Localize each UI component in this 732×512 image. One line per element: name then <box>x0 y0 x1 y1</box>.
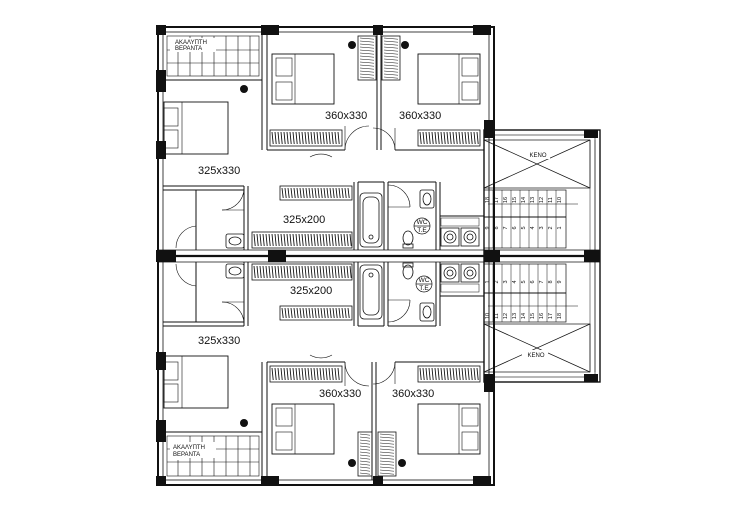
sinks <box>225 189 435 322</box>
stair-step-lower-top-4: 4 <box>512 280 518 283</box>
structural-columns <box>156 25 600 486</box>
room-label-dress-bottom: 325x200 <box>290 285 332 297</box>
stair-step-lower-top-5: 5 <box>521 280 527 283</box>
stair-step-lower-bottom-15: 15 <box>530 313 536 319</box>
wardrobe-2 <box>417 129 481 147</box>
stair-step-upper-top-15: 15 <box>512 197 518 203</box>
wardrobe-8 <box>417 365 481 383</box>
void-bottom <box>483 323 591 373</box>
room-label-bed-bottom-left: 325x330 <box>198 335 240 347</box>
room-label-bed-bottom-right: 360x330 <box>392 388 434 400</box>
stair-step-lower-bottom-12: 12 <box>503 313 509 319</box>
stair-step-lower-bottom-16: 16 <box>539 313 545 319</box>
veranda-label-bottom-2: ΒΕΡΑΝΤΑ <box>173 452 200 458</box>
wardrobe-4 <box>251 231 353 249</box>
wc-label-bottom-2: Τ.Ε <box>419 285 429 292</box>
stair-step-upper-bottom-5: 5 <box>521 226 527 229</box>
wardrobe-9 <box>357 35 377 81</box>
stair-step-upper-top-12: 12 <box>539 197 545 203</box>
bathtub-top <box>359 192 383 248</box>
stair-step-lower-top-9: 9 <box>557 280 563 283</box>
toilets <box>402 230 414 280</box>
wardrobe-3 <box>279 185 353 201</box>
wc-label-top-2: Τ.Ε <box>417 227 427 234</box>
stair-step-upper-bottom-7: 7 <box>503 226 509 229</box>
wc-label-top-1: WC <box>417 219 428 226</box>
room-label-bed-top-mid: 360x330 <box>325 110 367 122</box>
bed-bottom-mid <box>271 403 335 455</box>
wardrobe-5 <box>251 263 353 281</box>
room-label-dress-top: 325x200 <box>283 214 325 226</box>
wardrobe-6 <box>279 305 353 321</box>
bed-top-right <box>417 53 481 105</box>
stair-step-upper-top-17: 17 <box>494 197 500 203</box>
stair-step-lower-bottom-17: 17 <box>548 313 554 319</box>
lower-stair-treads <box>492 264 557 322</box>
room-label-bed-bottom-mid: 360x330 <box>319 388 361 400</box>
room-label-bed-top-right: 360x330 <box>399 110 441 122</box>
wardrobes <box>251 35 481 477</box>
stair-step-upper-top-16: 16 <box>503 197 509 203</box>
wardrobe-1 <box>269 129 343 147</box>
bathtub-bottom <box>359 264 383 320</box>
room-label-bed-top-left: 325x330 <box>198 165 240 177</box>
stair-step-lower-top-6: 6 <box>530 280 536 283</box>
stair-step-upper-bottom-9: 9 <box>485 226 491 229</box>
stair-step-upper-bottom-4: 4 <box>530 226 536 229</box>
bed-top-left <box>163 101 229 155</box>
wc-marker-bottom <box>415 275 433 293</box>
stair-step-upper-top-14: 14 <box>521 197 527 203</box>
wc-label-bottom-1: WC <box>419 277 430 284</box>
stair-step-lower-top-3: 3 <box>503 280 509 283</box>
stair-step-lower-top-7: 7 <box>539 280 545 283</box>
wardrobe-7 <box>269 365 343 383</box>
stair-step-lower-top-8: 8 <box>548 280 554 283</box>
exterior-walls <box>157 26 600 486</box>
interior-walls-top <box>163 32 484 250</box>
veranda-label-bottom-1: ΑΚΑΛΥΠΤΗ <box>173 445 205 451</box>
veranda-label-top-1: ΑΚΑΛΥΠΤΗ <box>175 40 207 46</box>
stair-step-lower-top-2: 2 <box>494 280 500 283</box>
stair-step-upper-bottom-1: 1 <box>557 226 563 229</box>
bed-bottom-right <box>417 403 481 455</box>
wc-marker-top <box>413 217 431 235</box>
washing-machines <box>440 217 480 293</box>
wardrobe-12 <box>377 431 397 477</box>
stair-step-upper-bottom-3: 3 <box>539 226 545 229</box>
ceiling-lights <box>240 41 409 467</box>
bed-top-mid <box>271 53 335 105</box>
stair-step-upper-top-18: 18 <box>485 197 491 203</box>
void-label-bottom: KENO <box>527 353 544 359</box>
stair-step-lower-bottom-10: 10 <box>485 313 491 319</box>
void-label-top: KENO <box>529 153 546 159</box>
stair-step-upper-top-13: 13 <box>530 197 536 203</box>
wardrobe-11 <box>357 431 373 477</box>
door-swings <box>175 125 411 387</box>
stair-step-lower-bottom-14: 14 <box>521 313 527 319</box>
stair-step-lower-top-1: 1 <box>485 280 491 283</box>
upper-stair-treads <box>492 190 557 248</box>
stair-step-upper-bottom-8: 8 <box>494 226 500 229</box>
bed-bottom-left <box>163 355 229 409</box>
stair-step-upper-bottom-6: 6 <box>512 226 518 229</box>
stair-step-lower-bottom-13: 13 <box>512 313 518 319</box>
stair-step-upper-top-10: 10 <box>557 197 563 203</box>
void-top <box>483 139 591 189</box>
wardrobe-10 <box>381 35 401 81</box>
stair-step-lower-bottom-11: 11 <box>494 313 500 319</box>
veranda-label-top-2: ΒΕΡΑΝΤΑ <box>175 46 202 52</box>
stair-step-lower-bottom-18: 18 <box>557 313 563 319</box>
stair-step-upper-bottom-2: 2 <box>548 226 554 229</box>
stair-step-upper-top-11: 11 <box>548 197 554 203</box>
